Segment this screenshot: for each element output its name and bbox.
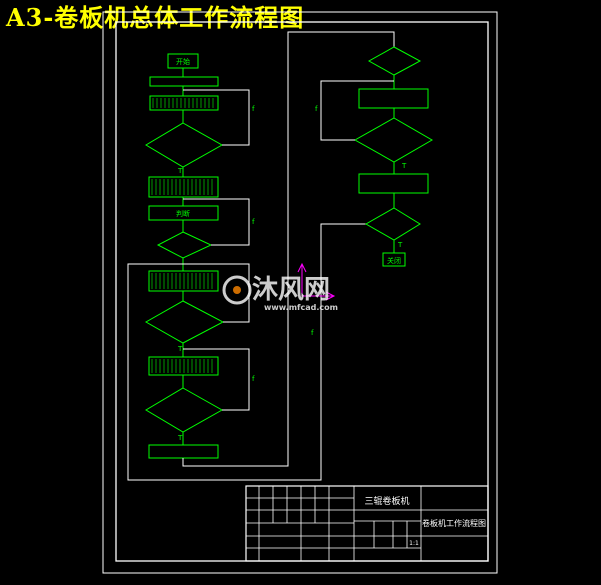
drawing-name: 卷板机工作流程图 [422,518,486,528]
process-box-7 [358,88,429,109]
right-loops [320,80,394,141]
start-label: 开始 [176,57,190,66]
box-stripes [151,98,214,373]
right-flow [353,46,433,267]
yes-flag-1: T [177,167,183,175]
decision-2 [156,231,213,259]
yes-flag-2: T [177,345,183,353]
loop-flag-1: f [252,105,255,113]
decision-4 [145,387,224,433]
watermark-logo-icon [222,275,252,305]
ucs-axis-icon [297,262,336,301]
watermark-url: www.mfcad.com [264,303,338,312]
product-name: 三辊卷板机 [364,495,409,507]
yes-flag-3: T [177,434,183,442]
left-loops [127,31,395,481]
title-block-text: 三辊卷板机 卷板机工作流程图 1:1 [364,495,486,547]
decision-6 [353,117,433,163]
judge-label: 判断 [176,209,190,218]
end-label: 关闭 [387,256,401,265]
yes-flag-5: T [397,241,403,249]
end-box [382,252,406,267]
decision-5 [367,46,422,76]
process-box-8 [358,173,429,194]
yes-flag-4: T [401,162,407,170]
scale-value: 1:1 [409,540,419,547]
decision-1 [145,122,224,168]
left-flow [144,53,225,459]
decision-3 [144,300,225,344]
process-box-5 [148,356,219,376]
process-box-3 [148,176,219,198]
watermark-brand: 沐风网 [252,275,330,305]
process-box-1 [149,76,219,87]
watermark: 沐风网 www.mfcad.com [222,275,338,312]
process-box-6 [148,444,219,459]
loop-flag-3: f [252,375,255,383]
decision-7 [364,207,421,241]
loop-flag-4: f [315,105,318,113]
flow-labels: 开始 判断 关闭 f f f f f T T T T T [176,57,407,442]
drawing-title: A3-卷板机总体工作流程图 [6,3,305,32]
loop-flag-2: f [252,218,255,226]
process-box-2 [149,95,219,111]
outer-border [102,11,498,574]
title-block [245,485,489,562]
loop-flag-5: f [311,329,314,337]
process-box-4 [148,270,219,292]
